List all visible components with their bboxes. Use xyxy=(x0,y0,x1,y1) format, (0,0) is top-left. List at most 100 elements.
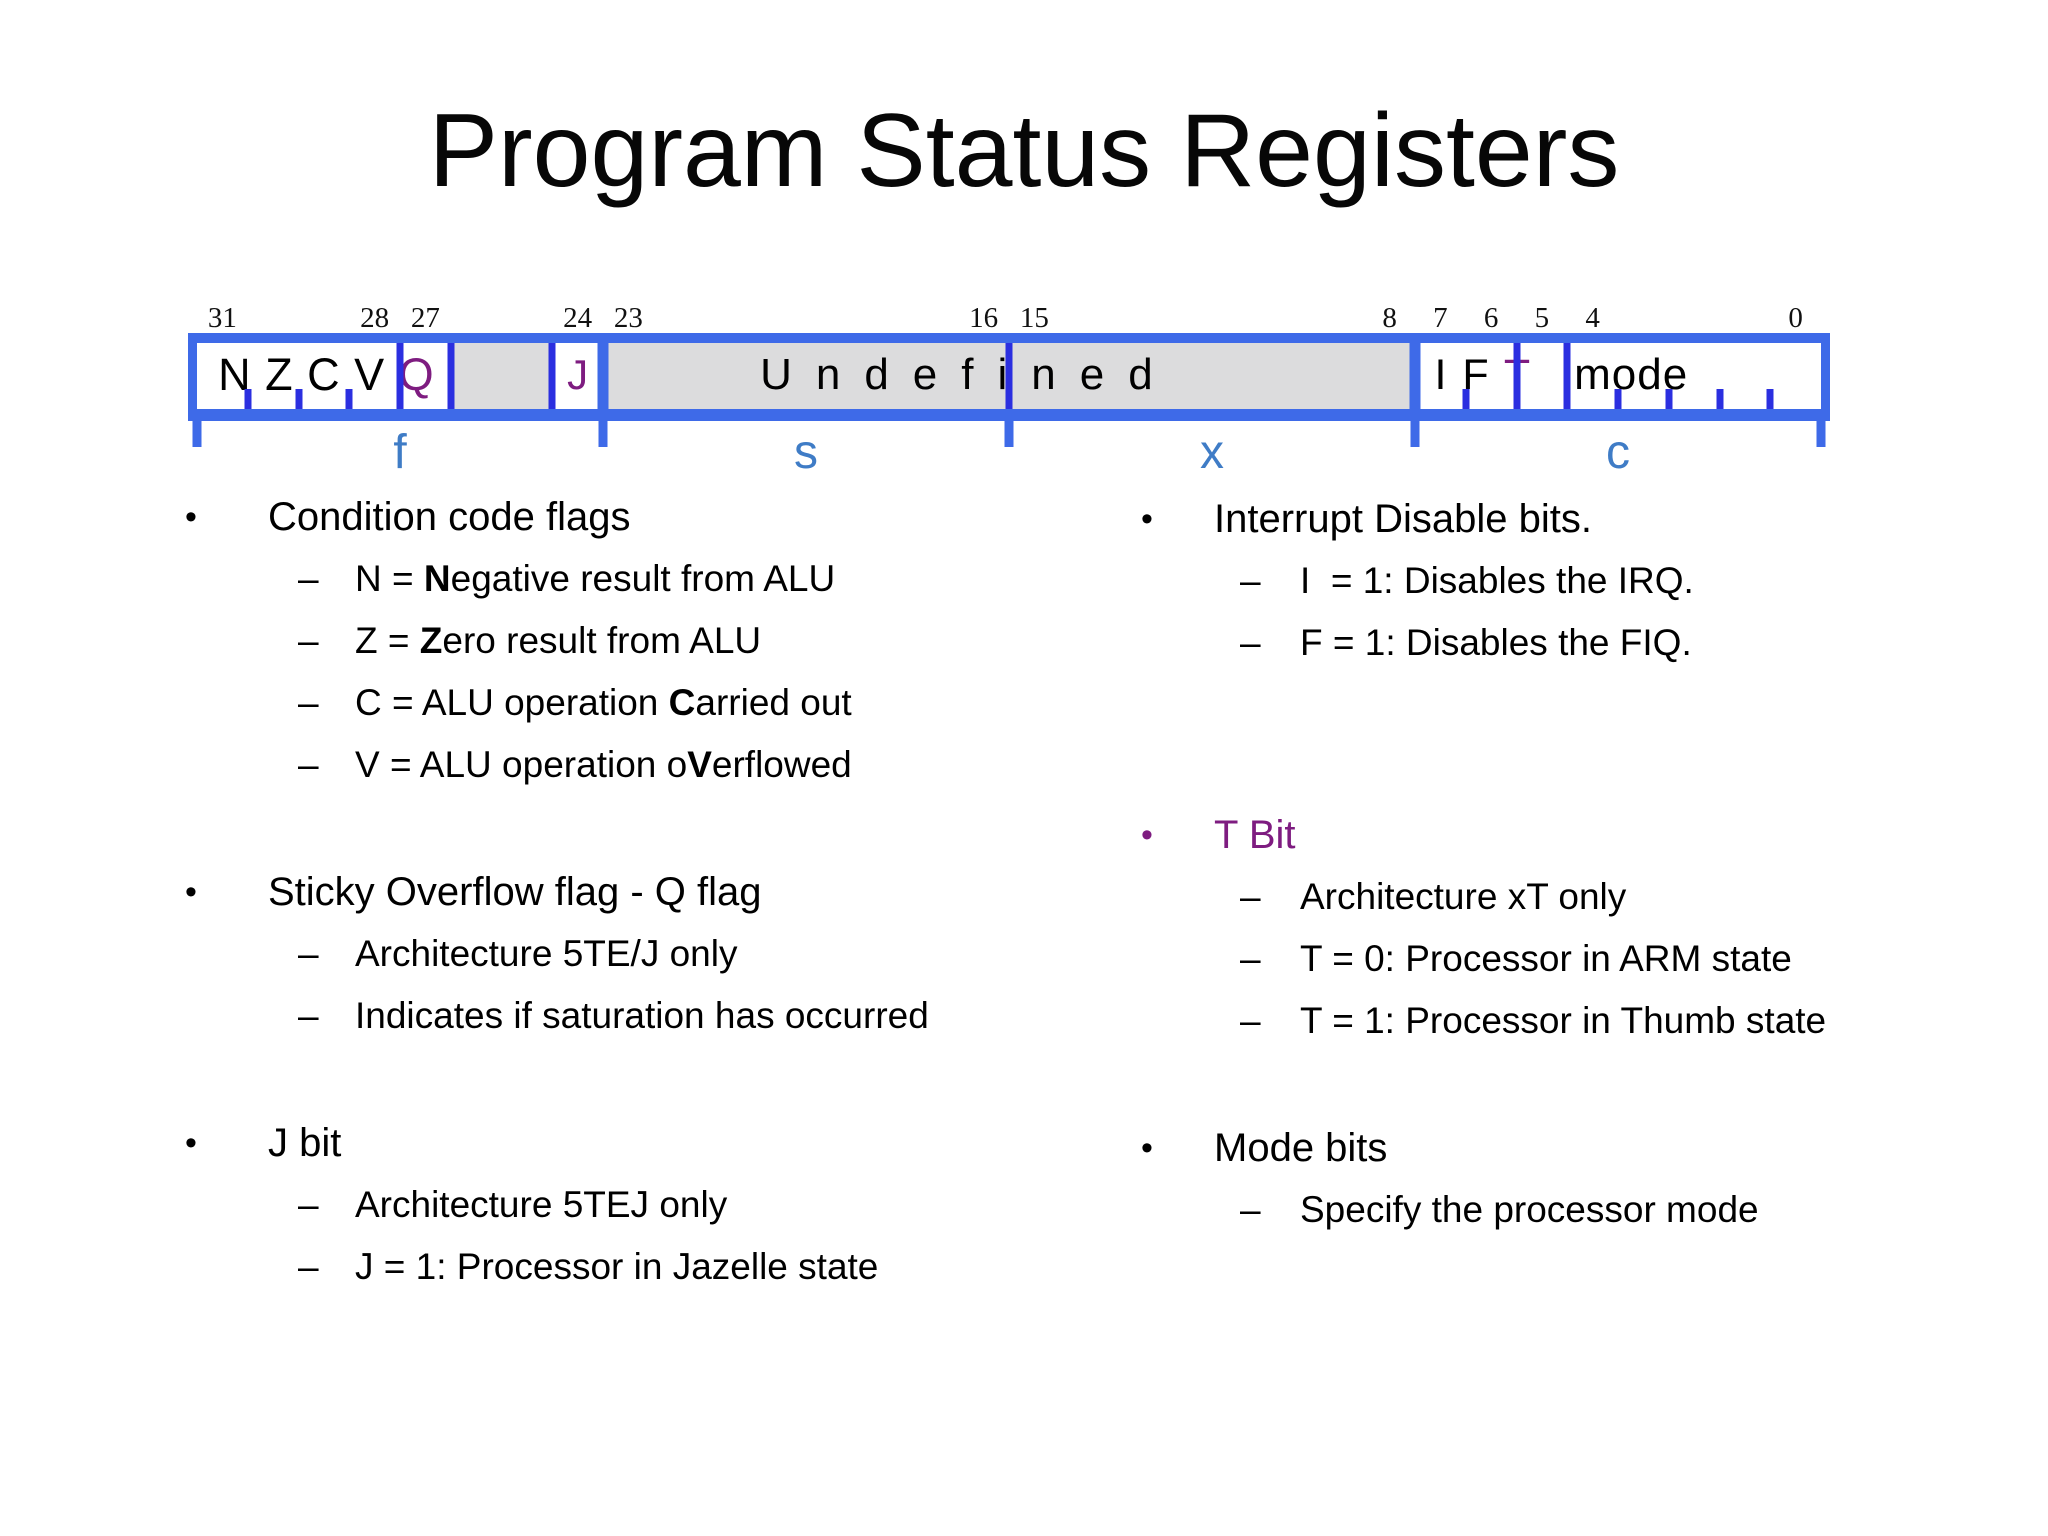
text-segment: Specify the processor mode xyxy=(1300,1189,1759,1230)
dash-icon: – xyxy=(1240,622,1261,663)
bit-boundary-tick xyxy=(244,389,252,409)
sub-bullet-item: –F = 1: Disables the FIQ. xyxy=(1141,612,2021,674)
bullet-icon: • xyxy=(185,498,197,536)
bullet-icon: • xyxy=(185,1124,197,1162)
dash-icon: – xyxy=(298,1246,319,1287)
bullet-text: Condition code flags xyxy=(268,486,630,548)
text-segment: N Z C V xyxy=(218,349,399,400)
bullet-item: • Condition code flags xyxy=(185,486,1105,548)
bullet-text: Sticky Overflow flag - Q flag xyxy=(268,861,761,923)
bit-number-label: 7 xyxy=(1433,302,1448,334)
bit-number-label: 23 xyxy=(613,302,643,334)
bullet-text: I = 1: Disables the IRQ. xyxy=(1300,550,1694,612)
bullet-text: T Bit xyxy=(1214,804,1296,866)
bit-boundary-line xyxy=(548,343,556,409)
bullet-text: J bit xyxy=(268,1112,341,1174)
bullet-item: • Sticky Overflow flag - Q flag xyxy=(185,861,1105,923)
text-segment: Condition code flags xyxy=(268,495,631,539)
undefined-label: Undefined xyxy=(603,343,1334,409)
spacer xyxy=(185,796,1105,861)
text-segment: J xyxy=(567,351,589,398)
sub-bullet-item: –T = 0: Processor in ARM state xyxy=(1141,928,2021,990)
bit-number-label: 5 xyxy=(1534,302,1550,334)
bit-boundary-tick xyxy=(1716,389,1723,409)
text-segment: Q xyxy=(398,349,435,400)
page-title: Program Status Registers xyxy=(428,93,1620,209)
bullet-text: T = 0: Processor in ARM state xyxy=(1300,928,1792,990)
bullet-icon: • xyxy=(185,873,197,911)
bit-number-label: 28 xyxy=(360,302,390,334)
dash-icon: – xyxy=(1240,560,1261,601)
field-section-border xyxy=(1409,342,1421,410)
text-segment: Mode bits xyxy=(1214,1126,1388,1170)
text-segment: T = 0: Processor in ARM state xyxy=(1300,938,1792,979)
bit-boundary-tick xyxy=(1614,389,1622,409)
bullet-text: N = Negative result from ALU xyxy=(355,548,835,610)
bullet-icon: • xyxy=(1141,816,1153,854)
dash-icon: – xyxy=(298,995,319,1036)
bullet-text: Architecture xT only xyxy=(1300,866,1626,928)
bit-boundary-tick xyxy=(295,389,302,409)
bullet-text: Mode bits xyxy=(1214,1117,1387,1179)
text-segment: Undefined xyxy=(760,350,1177,399)
bullet-text: C = ALU operation Carried out xyxy=(355,672,852,734)
text-segment: erflowed xyxy=(711,744,852,785)
bullet-item: • Mode bits xyxy=(1141,1117,2021,1179)
bit-number-label: 4 xyxy=(1585,302,1600,334)
sub-bullet-item: –I = 1: Disables the IRQ. xyxy=(1141,550,2021,612)
bit-number-label: 24 xyxy=(563,302,593,334)
sub-bullet-item: –Specify the processor mode xyxy=(1141,1179,2021,1241)
dash-icon: – xyxy=(298,620,319,661)
field-label-c: c xyxy=(1606,426,1630,479)
sub-bullet-item: –T = 1: Processor in Thumb state xyxy=(1141,990,2021,1052)
text-segment: C xyxy=(668,682,696,723)
bracket-descender xyxy=(1410,419,1420,447)
bit-boundary-line xyxy=(447,343,455,409)
bit-boundary-line xyxy=(396,343,404,409)
bullet-column-right: •Interrupt Disable bits.–I = 1: Disables… xyxy=(1141,488,2021,1241)
sub-bullet-item: –Architecture xT only xyxy=(1141,866,2021,928)
text-segment: egative result from ALU xyxy=(450,558,836,599)
text-segment: T Bit xyxy=(1214,813,1296,857)
dash-icon: – xyxy=(1240,938,1261,979)
bullet-icon: • xyxy=(1141,500,1153,538)
bit-boundary-tick xyxy=(345,389,353,409)
bit-boundary-line xyxy=(1513,343,1520,409)
dash-icon: – xyxy=(298,744,319,785)
bullet-item: • J bit xyxy=(185,1112,1105,1174)
field-label-s: s xyxy=(794,426,818,479)
text-segment: C = ALU operation xyxy=(355,682,669,723)
bullet-item: •Interrupt Disable bits. xyxy=(1141,488,2021,550)
bullet-text: Specify the processor mode xyxy=(1300,1179,1759,1241)
text-segment: Architecture 5TE/J only xyxy=(355,933,738,974)
text-segment: arried out xyxy=(695,682,852,723)
text-segment: V = ALU operation o xyxy=(355,744,688,785)
bullet-text: Indicates if saturation has occurred xyxy=(355,985,929,1047)
bit-boundary-tick xyxy=(1665,389,1673,409)
text-segment: Architecture xT only xyxy=(1300,876,1627,917)
sub-bullet-item: –Z = Zero result from ALU xyxy=(185,610,1105,672)
text-segment: N = xyxy=(355,558,424,599)
bit-boundary-tick xyxy=(1766,389,1774,409)
sub-bullet-item: –N = Negative result from ALU xyxy=(185,548,1105,610)
field-label-f: f xyxy=(393,426,407,479)
bit-number-label: 8 xyxy=(1382,302,1397,334)
dash-icon: – xyxy=(298,558,319,599)
sub-bullet-item: –J = 1: Processor in Jazelle state xyxy=(185,1236,1105,1298)
text-segment: F = 1: Disables the FIQ. xyxy=(1300,622,1692,663)
bracket-descender xyxy=(1816,419,1826,447)
bullet-text: Architecture 5TEJ only xyxy=(355,1174,727,1236)
text-segment: ero result from ALU xyxy=(442,620,762,661)
bullet-text: Z = Zero result from ALU xyxy=(355,610,761,672)
spacer xyxy=(1141,674,2021,739)
bit-boundary-line xyxy=(1005,343,1013,409)
spacer xyxy=(1141,739,2021,804)
bullet-icon: • xyxy=(1141,1129,1153,1167)
bit-number-label: 16 xyxy=(969,302,999,334)
bullet-text: J = 1: Processor in Jazelle state xyxy=(355,1236,878,1298)
text-segment: Z xyxy=(419,620,443,661)
text-segment: J bit xyxy=(268,1121,342,1165)
text-segment: Indicates if saturation has occurred xyxy=(355,995,929,1036)
dash-icon: – xyxy=(1240,1000,1261,1041)
